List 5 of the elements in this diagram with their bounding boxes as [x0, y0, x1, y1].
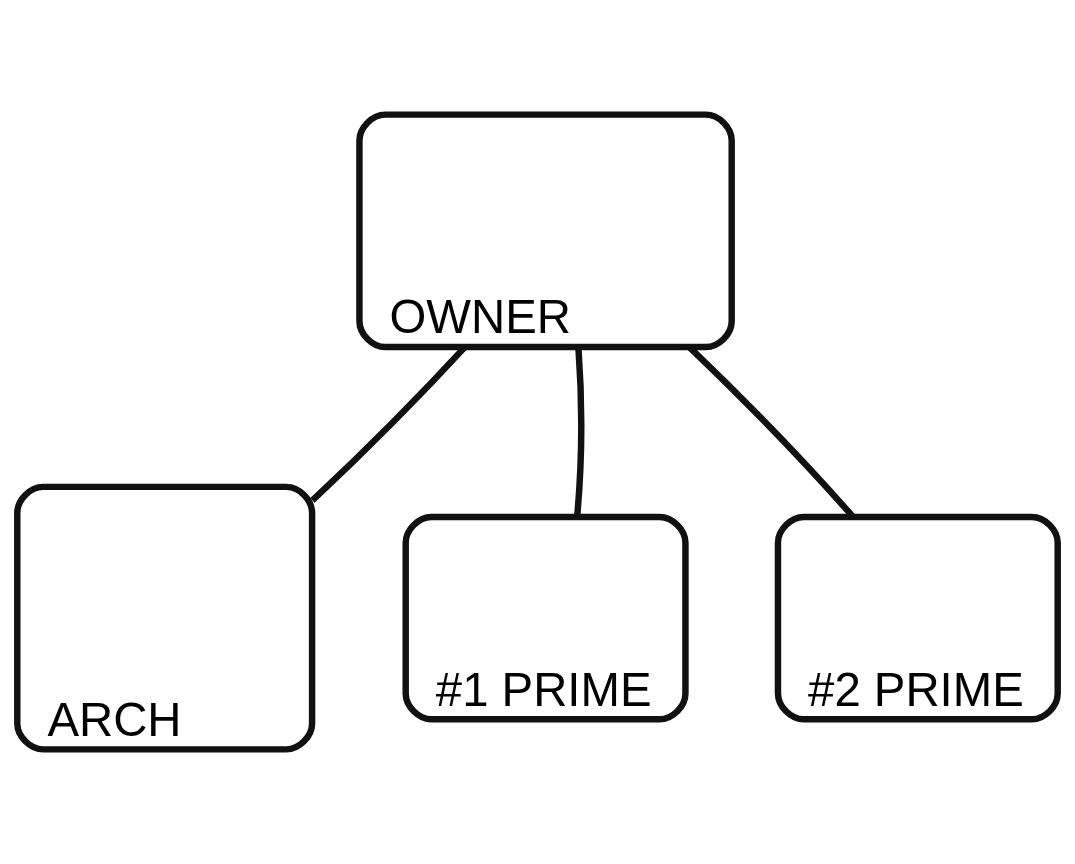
connector: [573, 347, 585, 517]
node-box: OWNER: [356, 111, 735, 351]
node-box: ARCH: [14, 483, 316, 753]
node-box: #2 PRIME: [774, 513, 1061, 723]
node-box: #1 PRIME: [402, 513, 689, 723]
